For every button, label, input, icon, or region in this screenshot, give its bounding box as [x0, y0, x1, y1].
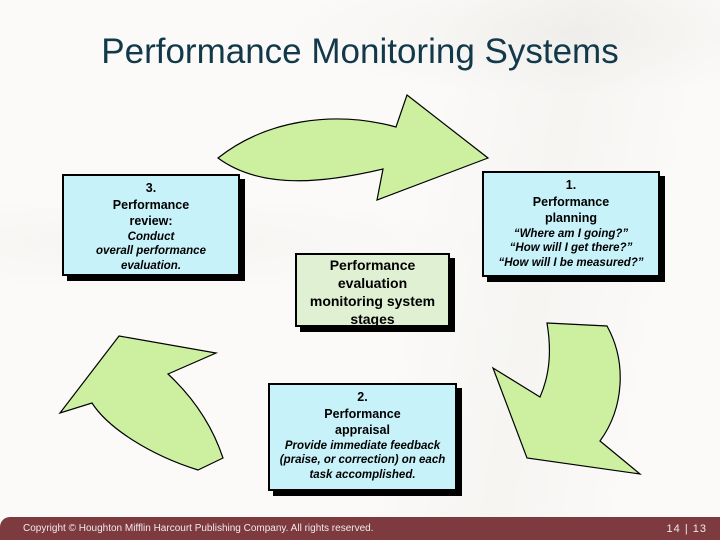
stage3-body: Conduct overall performance evaluation.: [96, 230, 206, 273]
stage2-heading: 2. Performance appraisal: [324, 390, 401, 437]
stage1-planning-box: 1. Performance planning “Where am I goin…: [482, 171, 660, 277]
footer-bar: Copyright © Houghton Mifflin Harcourt Pu…: [0, 517, 720, 540]
cycle-arrow-right: [491, 322, 643, 475]
center-stages-label: Performance evaluation monitoring system…: [309, 257, 436, 327]
copyright-text: Copyright © Houghton Mifflin Harcourt Pu…: [23, 523, 374, 534]
stage2-body: Provide immediate feedback (praise, or c…: [279, 439, 446, 482]
stage3-heading: 3. Performance review:: [112, 181, 190, 228]
stage1-body: “Where am I going?” “How will I get ther…: [498, 227, 644, 270]
stage3-review-box: 3. Performance review: Conduct overall p…: [62, 174, 240, 276]
cycle-arrow-left: [58, 335, 224, 471]
page-number: 14 | 13: [666, 522, 707, 535]
stage1-heading: 1. Performance planning: [532, 178, 610, 225]
center-stages-box: Performance evaluation monitoring system…: [295, 253, 450, 327]
stage2-appraisal-box: 2. Performance appraisal Provide immedia…: [268, 383, 457, 491]
cycle-arrow-top: [217, 94, 490, 201]
slide-title: Performance Monitoring Systems: [101, 32, 619, 71]
